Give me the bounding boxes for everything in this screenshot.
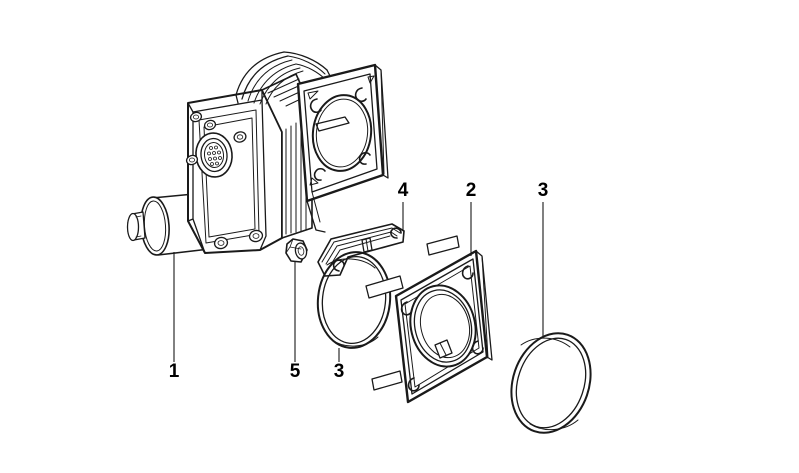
part-5-hex-nut xyxy=(285,238,308,263)
housing-bolt-bosses xyxy=(185,111,264,250)
flange-stud-pins xyxy=(365,235,460,391)
part-4-mounting-bracket xyxy=(317,223,405,277)
callout-label-5: 5 xyxy=(290,361,301,382)
callout-labels: 1 5 3 4 2 3 xyxy=(169,180,549,382)
part-3a-o-ring-seal xyxy=(316,251,392,349)
callout-leader-lines xyxy=(173,202,544,362)
connector-pins xyxy=(207,145,222,166)
callout-label-3a: 3 xyxy=(334,361,345,382)
gear-housing-block xyxy=(185,89,283,254)
callout-label-1: 1 xyxy=(169,361,180,382)
part-2-throttle-body-flange xyxy=(365,235,493,404)
intake-flange xyxy=(296,63,385,203)
callout-label-4: 4 xyxy=(398,180,409,201)
part-1-throttle-actuator-housing xyxy=(126,51,389,256)
callout-label-2: 2 xyxy=(466,180,477,201)
part-3b-o-ring-seal xyxy=(510,332,592,434)
callout-label-3b: 3 xyxy=(538,180,549,201)
